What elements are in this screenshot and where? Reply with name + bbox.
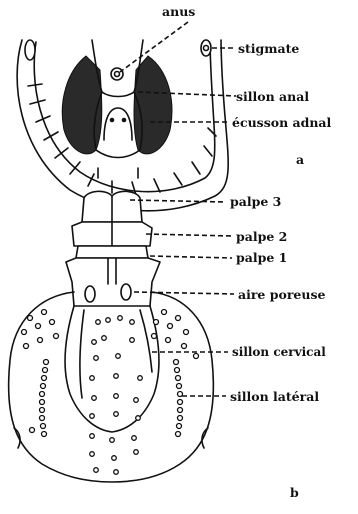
stigmate-right — [201, 40, 211, 56]
anus-ring — [111, 68, 123, 80]
leader-palpe3 — [130, 200, 226, 202]
label-aire-poreuse: aire poreuse — [238, 287, 325, 302]
palpe-1 — [76, 246, 148, 258]
panel-letter-a: a — [296, 152, 304, 167]
punctations — [22, 310, 199, 475]
ecusson-adnal-right — [134, 56, 172, 154]
label-sillon-lateral: sillon latéral — [230, 389, 319, 404]
ecusson-adnal-left — [62, 56, 102, 154]
aire-poreuse-left — [85, 286, 95, 302]
panel-letter-b: b — [290, 485, 299, 500]
aire-poreuse-right — [121, 284, 131, 300]
figure-a-drawing — [17, 40, 228, 211]
label-palpe2: palpe 2 — [236, 229, 287, 244]
body-inner-arc-a — [34, 42, 215, 192]
sillon-lateral-left — [40, 360, 49, 437]
sillon-cervical-right — [140, 310, 152, 372]
label-palpe1: palpe 1 — [236, 250, 287, 265]
label-sillon-anal: sillon anal — [236, 89, 309, 104]
sillon-cervical-left — [80, 310, 84, 398]
label-stigmate: stigmate — [238, 41, 299, 56]
label-anus: anus — [162, 4, 195, 19]
label-sillon-cervical: sillon cervical — [232, 345, 326, 359]
stigmate-left — [25, 40, 35, 60]
median-arch-a — [104, 108, 132, 140]
leader-palpe1 — [150, 256, 232, 258]
leader-palpe2 — [146, 234, 232, 236]
basis-capituli — [66, 258, 160, 306]
body-outline-a — [17, 40, 228, 211]
label-palpe3: palpe 3 — [230, 194, 281, 209]
sillon-lateral-right — [174, 360, 183, 437]
body-outline-b — [9, 292, 214, 482]
label-ecusson-adnal: écusson adnal — [232, 115, 332, 130]
